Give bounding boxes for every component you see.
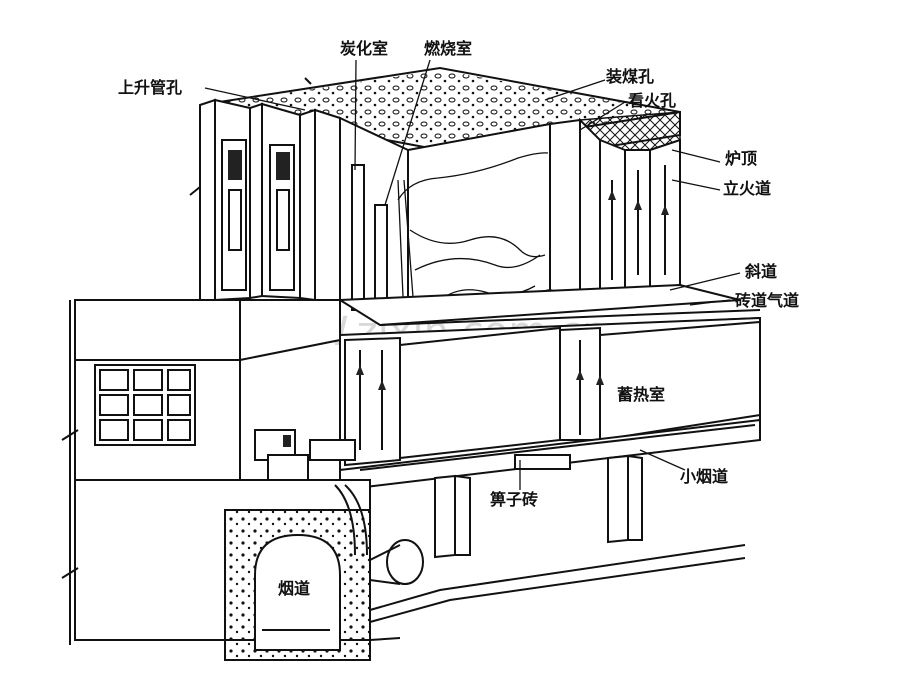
pillars <box>434 454 643 559</box>
label-combustion-chamber: 燃烧室 <box>424 39 472 58</box>
label-small-flue: 小烟道 <box>680 467 728 486</box>
oven-doors <box>199 98 341 302</box>
building-window <box>94 364 196 446</box>
label-grid-brick: 箅子砖 <box>490 490 538 509</box>
pipe-and-duct <box>369 539 746 641</box>
oven-walls <box>339 116 551 322</box>
vertical-flues <box>549 117 681 302</box>
leader-lines <box>204 59 741 490</box>
label-flue: 烟道 <box>278 579 310 598</box>
break-marks <box>61 77 312 645</box>
label-ascension-pipe-hole: 上升管孔 <box>118 78 182 97</box>
flue-tunnel <box>224 484 371 661</box>
label-coal-charging-hole: 装煤孔 <box>605 67 654 86</box>
label-brick-gas-duct: 砖道气道 <box>735 291 799 310</box>
label-carbonization-chamber: 炭化室 <box>340 39 388 58</box>
label-peephole: 看火孔 <box>627 91 676 110</box>
label-inclined-duct: 斜道 <box>744 262 777 281</box>
label-oven-top: 炉顶 <box>725 149 757 168</box>
label-vertical-flue: 立火道 <box>723 179 771 198</box>
labels: 炭化室 燃烧室 上升管孔 装煤孔 看火孔 炉顶 立火道 斜道 砖道气道 蓄热室 … <box>118 39 799 598</box>
valves <box>254 429 356 481</box>
label-regenerator: 蓄热室 <box>617 385 665 404</box>
